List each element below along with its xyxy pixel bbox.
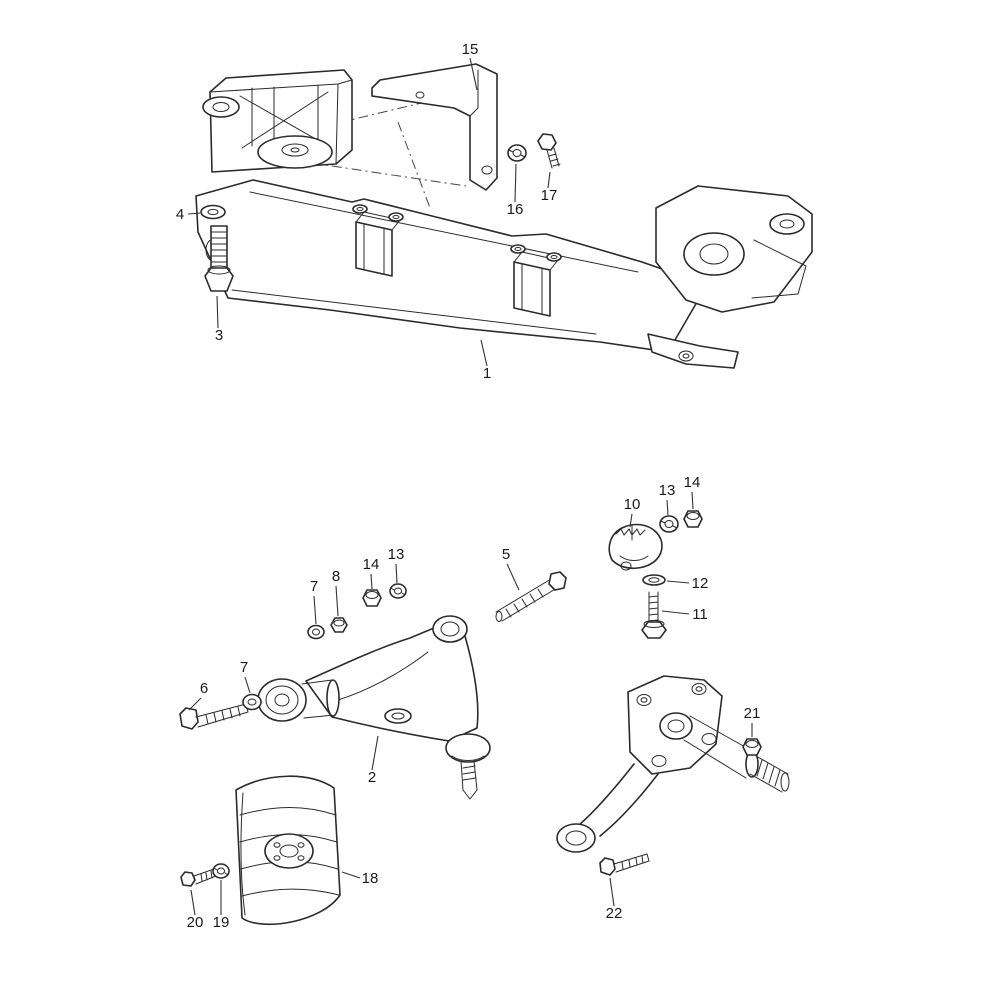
- callout-2: 2: [368, 769, 376, 786]
- callout-16: 16: [507, 201, 524, 218]
- front-crossmember: [195, 69, 813, 369]
- callout-7-upper: 7: [310, 578, 318, 595]
- u-bracket-rear: [510, 244, 562, 317]
- callout-6: 6: [200, 680, 208, 697]
- crossmember-beam: [195, 179, 739, 369]
- washer-7-upper: [307, 624, 325, 640]
- hex-bolt-17: [537, 133, 561, 169]
- callout-4: 4: [176, 206, 184, 223]
- hex-nut-21: [742, 738, 762, 756]
- callout-20: 20: [187, 914, 204, 931]
- lock-washer-16: [507, 144, 527, 162]
- leader-lines: [187, 57, 753, 916]
- hex-bolt-6: [179, 703, 249, 730]
- support-bracket-15: [371, 63, 498, 191]
- washer-12: [642, 574, 666, 586]
- callout-labels: 15 4 3 16 17 1 10 13 14 12 11 5 14 13 8 …: [176, 41, 761, 931]
- bushing-clamp-10: [608, 523, 663, 571]
- u-bracket-front: [352, 204, 404, 277]
- callout-8: 8: [332, 568, 340, 585]
- hex-bolt-20: [180, 868, 217, 887]
- callout-14-right: 14: [684, 474, 701, 491]
- lock-washer-19: [212, 863, 230, 879]
- callout-13-right: 13: [659, 482, 676, 499]
- washer-7-front: [242, 693, 262, 711]
- right-mount-bracket: [655, 185, 813, 313]
- lock-washer-13-left: [389, 583, 407, 599]
- callout-18: 18: [362, 870, 379, 887]
- steering-knuckle: [556, 675, 790, 853]
- hex-bolt-3: [204, 225, 234, 292]
- washer-4: [200, 204, 226, 220]
- callout-15: 15: [462, 41, 479, 58]
- hex-nut-14-right: [683, 510, 703, 528]
- callout-5: 5: [502, 546, 510, 563]
- control-arm: [257, 615, 491, 800]
- callout-14-left: 14: [363, 556, 380, 573]
- callout-7-lower: 7: [240, 659, 248, 676]
- callout-22: 22: [606, 905, 623, 922]
- hex-nut-8: [330, 617, 348, 633]
- callout-1: 1: [483, 365, 491, 382]
- hex-nut-14-left: [362, 589, 382, 607]
- callout-13-left: 13: [388, 546, 405, 563]
- callout-21: 21: [744, 705, 761, 722]
- callout-10: 10: [624, 496, 641, 513]
- stud-bolt-5: [495, 571, 567, 622]
- callout-19: 19: [213, 914, 230, 931]
- callout-12: 12: [692, 575, 709, 592]
- hex-bolt-22: [599, 853, 650, 876]
- hex-bolt-11: [641, 591, 667, 639]
- protective-plate-18: [235, 775, 341, 926]
- callout-3: 3: [215, 327, 223, 344]
- callout-17: 17: [541, 187, 558, 204]
- lock-washer-13-right: [659, 515, 679, 533]
- callout-11: 11: [692, 606, 708, 623]
- left-mount-bracket: [202, 69, 353, 173]
